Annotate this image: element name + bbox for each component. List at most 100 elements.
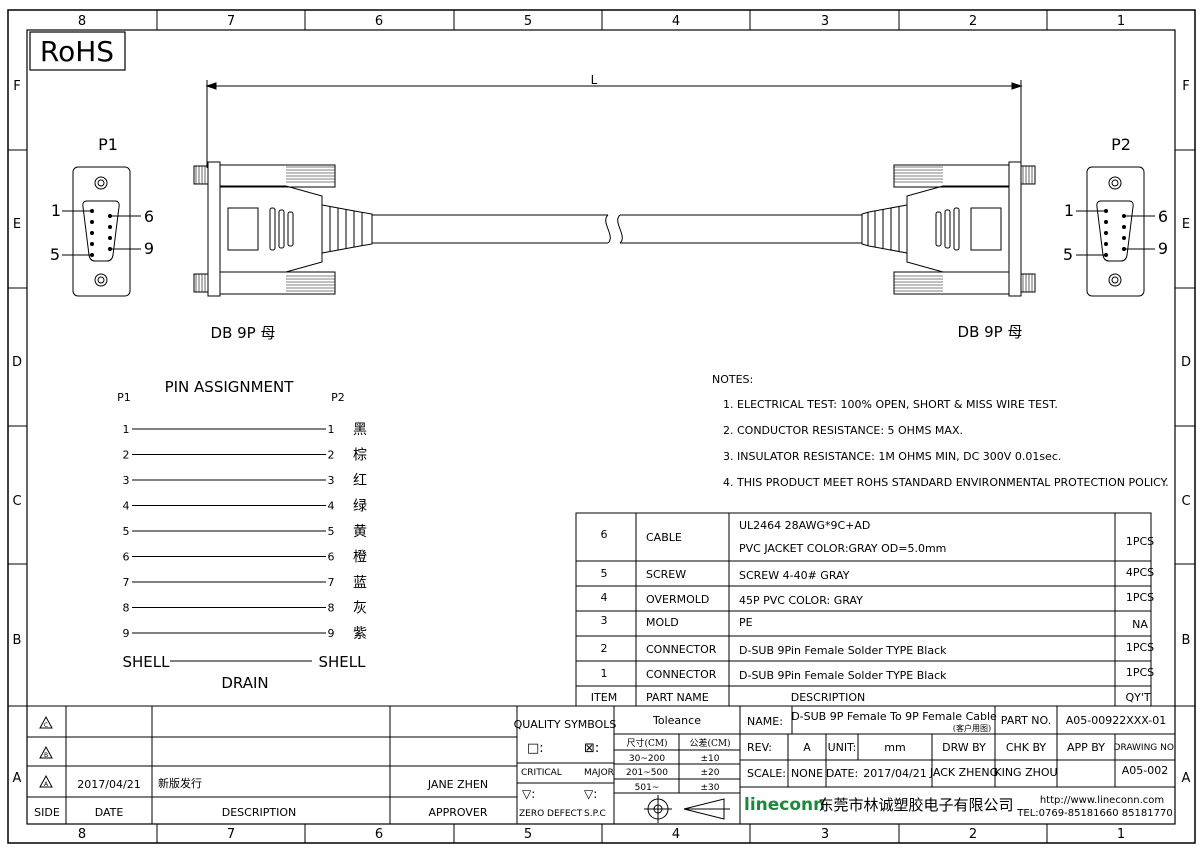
pin-wire-color: 橙 (353, 550, 367, 566)
revision-header-approver: APPROVER (428, 806, 487, 819)
bom-qty: 1PCS (1126, 666, 1154, 679)
note-item: 3. INSULATOR RESISTANCE: 1M OHMS MIN, DC… (723, 450, 1061, 463)
app-by-label: APP BY (1067, 741, 1105, 754)
pin-assignment-p2-header: P2 (331, 391, 345, 404)
bom-part: OVERMOLD (646, 593, 709, 606)
tolerance-range: 501~ (635, 783, 660, 793)
bom-item: 4 (601, 591, 608, 604)
svg-text:A: A (44, 781, 49, 788)
inner-border (26, 29, 1176, 825)
company-logo: lineconn (744, 795, 825, 815)
company-website: http://www.lineconn.com (1040, 795, 1164, 806)
top-col-label: 1 (1117, 14, 1125, 29)
quality-major: MAJOR (584, 768, 614, 778)
svg-text:C: C (44, 722, 48, 729)
tolerance-value: ±30 (701, 783, 720, 793)
unit-value: mm (884, 741, 905, 754)
pin-wire-color: 黑 (353, 422, 367, 438)
part-no-value: A05-00922XXX-01 (1066, 714, 1167, 727)
quality-title: QUALITY SYMBOLS (514, 718, 617, 731)
bom-item: 3 (601, 614, 608, 627)
pin-row-left: 2 (123, 449, 130, 462)
left-connector-side-view (193, 161, 373, 297)
bom-part: MOLD (646, 616, 679, 629)
pin-wire-color: 绿 (353, 499, 367, 515)
note-item: 2. CONDUCTOR RESISTANCE: 5 OHMS MAX. (723, 424, 963, 437)
pin-row-left: 7 (123, 576, 130, 589)
pin-row-right: 8 (328, 602, 335, 615)
grid-ticks (8, 10, 1195, 843)
notes: NOTES: 1. ELECTRICAL TEST: 100% OPEN, SH… (712, 373, 1169, 489)
quality-symbols: QUALITY SYMBOLS □: ⊠: CRITICAL MAJOR ▽: … (514, 718, 617, 819)
revision-triangles (39, 715, 53, 788)
p2-labels: P2 1 6 5 9 DB 9P 母 (958, 135, 1169, 341)
pin-row-right: 9 (328, 627, 335, 640)
pin-row-right: 2 (328, 449, 335, 462)
revision-date: 2017/04/21 (77, 778, 140, 791)
tolerance-range: 201~500 (626, 768, 668, 778)
tolerance-h2: 公差(CM) (689, 737, 730, 749)
pin-wire-color: 紫 (353, 626, 367, 642)
bom-desc: D-SUB 9Pin Female Solder TYPE Black (739, 644, 947, 657)
rohs-box (29, 31, 126, 71)
pin-row: 9 9 紫 (123, 626, 368, 642)
right-row-label: D (1181, 355, 1191, 370)
pin-row-left: 9 (123, 627, 130, 640)
quality-sym-major: ⊠: (584, 741, 599, 756)
drawing-no-label: DRAWING NO. (1114, 743, 1177, 753)
pin-row-right: 3 (328, 474, 335, 487)
p2-face-view (1076, 166, 1155, 297)
right-row-label: A (1182, 771, 1191, 786)
date-value: 2017/04/21 (863, 767, 926, 780)
top-col-label: 6 (375, 14, 383, 29)
checker-name: KING ZHOU (994, 766, 1057, 779)
bom-part: CABLE (646, 531, 682, 544)
top-col-label: 8 (78, 14, 86, 29)
grid-labels: 8 7 6 5 4 3 2 1 8 7 6 5 4 3 2 1 F E D C … (12, 14, 1191, 842)
pin-wire-color: 黄 (353, 523, 367, 540)
bom-item: 1 (601, 667, 608, 680)
left-row-label: D (12, 355, 22, 370)
note-item: 1. ELECTRICAL TEST: 100% OPEN, SHORT & M… (723, 398, 1058, 411)
bom-desc: D-SUB 9Pin Female Solder TYPE Black (739, 669, 947, 682)
bottom-col-label: 6 (375, 827, 383, 842)
bom-part: SCREW (646, 568, 686, 581)
p1-pin-6: 6 (144, 207, 154, 226)
pin-assignment-p1-header: P1 (117, 391, 131, 404)
bom-qty: 1PCS (1126, 591, 1154, 604)
tolerance-title: Toleance (652, 714, 701, 727)
bom-text: 6 CABLE UL2464 28AWG*9C+AD PVC JACKET CO… (591, 519, 1154, 704)
svg-text:B: B (44, 752, 48, 759)
shell-left-label: SHELL (123, 653, 171, 671)
drawing-no-value: A05-002 (1122, 764, 1169, 777)
quality-sym-spc: ▽: (584, 787, 597, 801)
bom-desc: UL2464 28AWG*9C+AD (739, 519, 870, 532)
title-block-lines (27, 705, 1175, 824)
revision-text: 2017/04/21 新版发行 JANE ZHEN SIDE DATE DESC… (34, 776, 488, 819)
quality-critical: CRITICAL (521, 768, 562, 778)
bom-item: 6 (601, 528, 608, 541)
left-row-label: A (13, 771, 22, 786)
pin-row-left: 4 (123, 500, 130, 513)
drain-label: DRAIN (221, 674, 268, 692)
name-value: D-SUB 9P Female To 9P Female Cable (791, 710, 997, 723)
left-row-label: F (13, 79, 20, 94)
unit-label: UNIT: (828, 741, 857, 754)
bottom-col-label: 5 (524, 827, 532, 842)
bottom-col-label: 7 (227, 827, 235, 842)
p2-pin-1: 1 (1064, 201, 1074, 220)
bom-desc: 45P PVC COLOR: GRAY (739, 594, 863, 607)
bom-qty: 1PCS (1126, 535, 1154, 548)
pin-row-left: 1 (123, 423, 130, 436)
revision-header-date: DATE (95, 806, 124, 819)
pin-row-right: 6 (328, 551, 335, 564)
bottom-col-label: 1 (1117, 827, 1125, 842)
p2-pin-9: 9 (1158, 239, 1168, 258)
tolerance-range: 30~200 (629, 754, 665, 764)
pin-wire-color: 蓝 (353, 575, 367, 591)
